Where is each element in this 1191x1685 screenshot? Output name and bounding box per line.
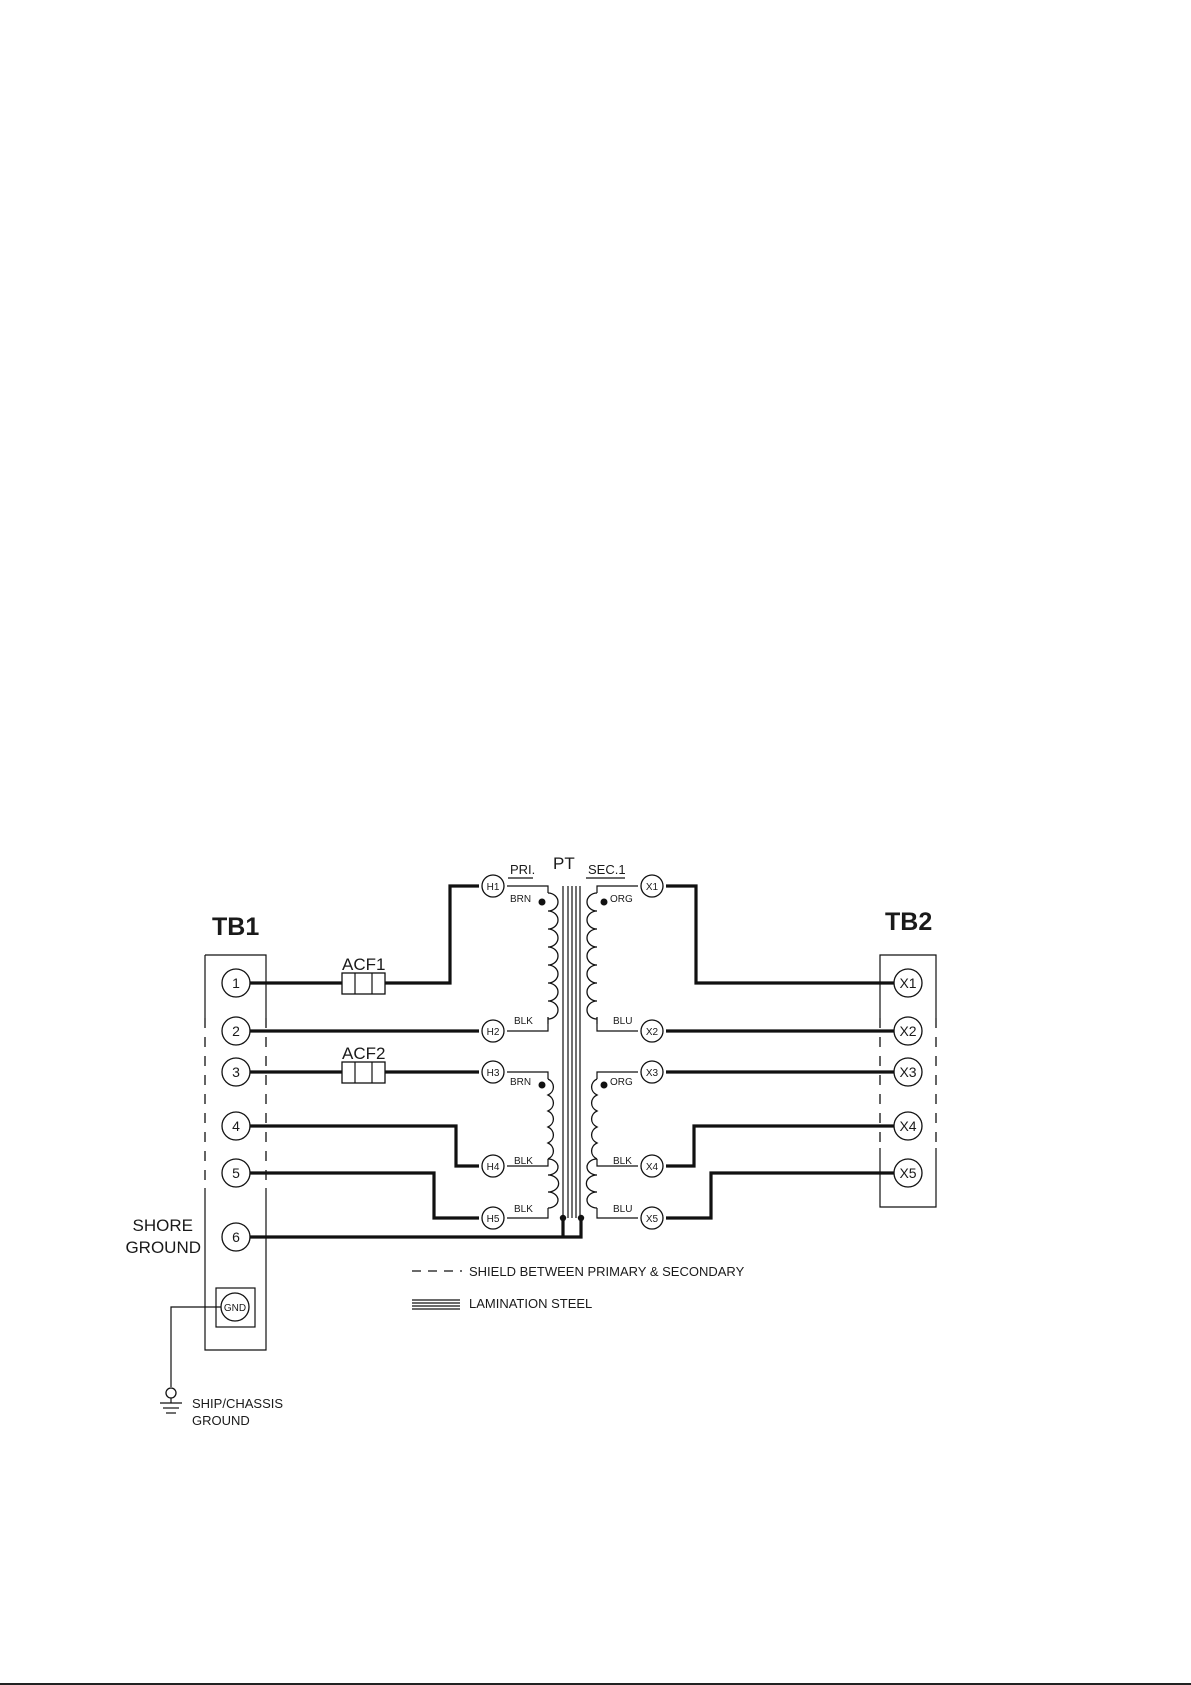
secondary-terminal-x4[interactable]: X4 <box>641 1155 663 1177</box>
shore-ground-label-2: GROUND <box>125 1238 201 1257</box>
svg-text:X2: X2 <box>646 1027 659 1038</box>
svg-text:H4: H4 <box>487 1162 500 1173</box>
core-junction-2 <box>578 1215 584 1221</box>
svg-text:X4: X4 <box>646 1162 659 1173</box>
wire-color-pri-4: BLK <box>514 1156 533 1167</box>
tb2-terminal-x4[interactable]: X4 <box>894 1112 922 1140</box>
wire-color-sec-3: ORG <box>610 1077 633 1088</box>
tb1-terminal-2[interactable]: 2 <box>222 1017 250 1045</box>
svg-text:X1: X1 <box>899 975 916 991</box>
secondary-terminal-x5[interactable]: X5 <box>641 1207 663 1229</box>
acf1-label: ACF1 <box>342 955 385 974</box>
svg-text:X3: X3 <box>899 1064 916 1080</box>
svg-text:6: 6 <box>232 1229 240 1245</box>
tb1-block: TB1 1 2 3 4 5 6 GND <box>205 913 266 1350</box>
svg-text:X5: X5 <box>899 1165 916 1181</box>
tb1-terminal-1[interactable]: 1 <box>222 969 250 997</box>
primary-terminal-h3[interactable]: H3 <box>482 1061 504 1083</box>
primary-terminal-h5[interactable]: H5 <box>482 1207 504 1229</box>
primary-terminal-h4[interactable]: H4 <box>482 1155 504 1177</box>
tb1-terminal-4[interactable]: 4 <box>222 1112 250 1140</box>
polarity-dot-sec-2 <box>601 1082 608 1089</box>
primary-wires <box>250 886 581 1237</box>
shore-ground-label-1: SHORE <box>133 1216 193 1235</box>
secondary-coil-lower <box>586 1079 597 1208</box>
acf1-filter: ACF1 <box>342 955 385 994</box>
tb2-terminal-x1[interactable]: X1 <box>894 969 922 997</box>
svg-text:X1: X1 <box>646 882 659 893</box>
wire-color-sec-1: ORG <box>610 894 633 905</box>
wire-color-sec-4: BLK <box>613 1156 632 1167</box>
legend-shield-label: SHIELD BETWEEN PRIMARY & SECONDARY <box>469 1264 745 1279</box>
secondary-leads <box>597 886 638 1218</box>
core-junction-1 <box>560 1215 566 1221</box>
legend: SHIELD BETWEEN PRIMARY & SECONDARY LAMIN… <box>412 1264 745 1311</box>
wire-color-pri-1: BRN <box>510 894 531 905</box>
legend-lamination-label: LAMINATION STEEL <box>469 1296 592 1311</box>
svg-text:X2: X2 <box>899 1023 916 1039</box>
tb2-block: TB2 X1 X2 X3 X4 X5 <box>880 908 936 1207</box>
tb1-gnd-terminal[interactable]: GND <box>216 1288 255 1327</box>
tb1-title: TB1 <box>212 913 259 941</box>
svg-text:GND: GND <box>224 1303 246 1314</box>
wire-color-pri-5: BLK <box>514 1204 533 1215</box>
tb2-terminal-x3[interactable]: X3 <box>894 1058 922 1086</box>
ship-ground-label-2: GROUND <box>192 1413 250 1428</box>
svg-text:2: 2 <box>232 1023 240 1039</box>
legend-lamination-swatch <box>412 1300 460 1309</box>
polarity-dot-pri-2 <box>539 1082 546 1089</box>
svg-text:4: 4 <box>232 1118 240 1134</box>
secondary-terminal-x2[interactable]: X2 <box>641 1020 663 1042</box>
tb2-terminal-x2[interactable]: X2 <box>894 1017 922 1045</box>
svg-text:3: 3 <box>232 1064 240 1080</box>
acf2-filter: ACF2 <box>342 1044 385 1083</box>
svg-text:X3: X3 <box>646 1068 659 1079</box>
secondary-terminal-x1[interactable]: X1 <box>641 875 663 897</box>
primary-terminal-h2[interactable]: H2 <box>482 1020 504 1042</box>
lamination-core <box>568 886 580 1218</box>
svg-text:5: 5 <box>232 1165 240 1181</box>
svg-text:1: 1 <box>232 975 240 991</box>
svg-text:H2: H2 <box>487 1027 500 1038</box>
svg-text:X4: X4 <box>899 1118 916 1134</box>
svg-text:H3: H3 <box>487 1068 500 1079</box>
tb1-terminal-5[interactable]: 5 <box>222 1159 250 1187</box>
primary-coil-lower <box>548 1079 559 1208</box>
primary-coil-upper <box>548 893 558 1024</box>
primary-label: PRI. <box>510 862 535 877</box>
ship-ground-label-1: SHIP/CHASSIS <box>192 1396 283 1411</box>
wire-color-sec-5: BLU <box>613 1204 632 1215</box>
svg-text:H5: H5 <box>487 1214 500 1225</box>
polarity-dot-sec-1 <box>601 899 608 906</box>
svg-text:X5: X5 <box>646 1214 659 1225</box>
wire-color-pri-3: BRN <box>510 1077 531 1088</box>
secondary-terminal-x3[interactable]: X3 <box>641 1061 663 1083</box>
wire-color-sec-2: BLU <box>613 1016 632 1027</box>
tb2-terminal-x5[interactable]: X5 <box>894 1159 922 1187</box>
primary-leads <box>507 886 548 1218</box>
primary-terminal-h1[interactable]: H1 <box>482 875 504 897</box>
secondary-label: SEC.1 <box>588 862 626 877</box>
wire-color-pri-2: BLK <box>514 1016 533 1027</box>
secondary-wires <box>666 886 894 1218</box>
secondary-coil-upper <box>587 893 597 1024</box>
polarity-dot-pri-1 <box>539 899 546 906</box>
transformer-title: PT <box>553 854 575 873</box>
tb1-terminal-6[interactable]: 6 <box>222 1223 250 1251</box>
svg-text:H1: H1 <box>487 882 500 893</box>
tb2-title: TB2 <box>885 908 932 936</box>
tb1-terminal-3[interactable]: 3 <box>222 1058 250 1086</box>
acf2-label: ACF2 <box>342 1044 385 1063</box>
